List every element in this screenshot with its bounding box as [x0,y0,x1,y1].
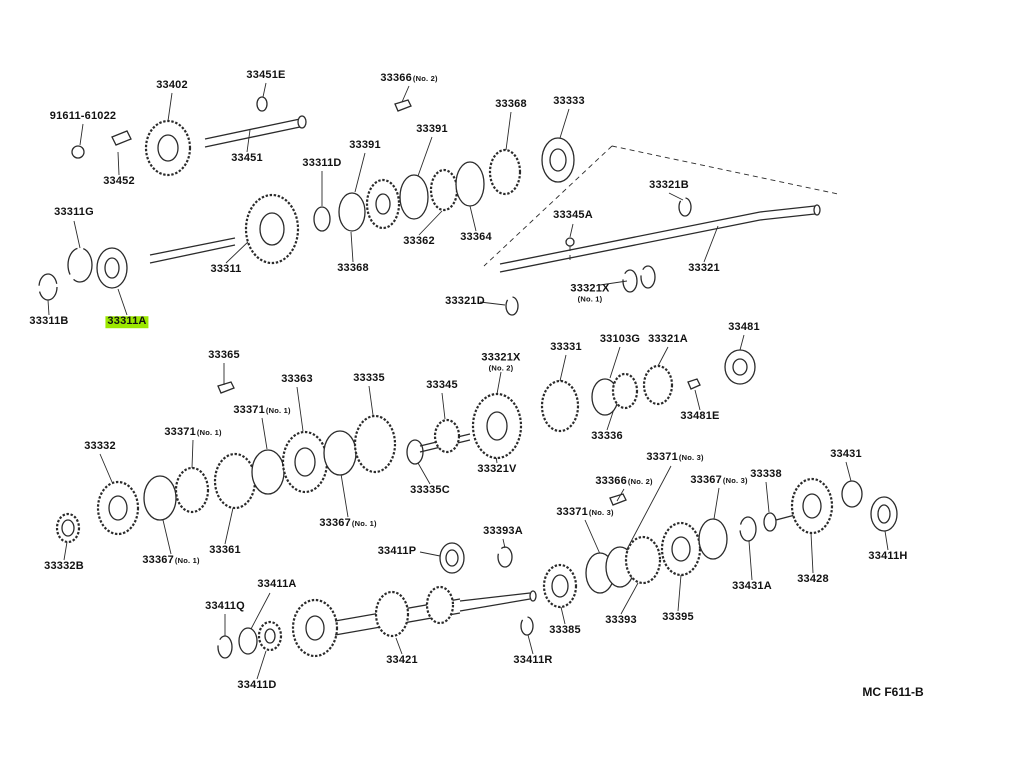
part-label-33321B[interactable]: 33321B [649,179,689,192]
part-label-33431A[interactable]: 33431A [732,580,772,593]
part-label-33345A[interactable]: 33345A [553,209,593,222]
part-label-33311G[interactable]: 33311G [54,206,94,219]
part-label-33391[interactable]: 33391 [416,123,448,136]
part-label-33367-no1[interactable]: 33367(No. 1) [142,554,200,567]
part-label-33411Q[interactable]: 33411Q [205,600,245,613]
construction-lines [483,145,839,267]
part-label-33411D[interactable]: 33411D [237,679,277,692]
part-label-33332[interactable]: 33332 [84,440,116,453]
part-label-33411R[interactable]: 33411R [513,654,553,667]
part-label-33368[interactable]: 33368 [495,98,527,111]
part-label-33311D[interactable]: 33311D [302,157,342,170]
part-label-33103G[interactable]: 33103G [599,333,641,346]
part-label-33451[interactable]: 33451 [231,152,263,165]
part-label-33333[interactable]: 33333 [553,95,585,108]
part-label-33366-no2[interactable]: 33366(No. 2) [595,475,653,488]
part-label-33481[interactable]: 33481 [728,321,760,334]
output-shaft-top [499,197,821,316]
part-label-33335[interactable]: 33335 [353,372,385,385]
part-label-33371-no3[interactable]: 33371(No. 3) [646,451,704,464]
part-label-33421[interactable]: 33421 [386,654,418,667]
part-label-33336[interactable]: 33336 [591,430,623,443]
part-label-33361[interactable]: 33361 [209,544,241,557]
part-label-33385[interactable]: 33385 [549,624,581,637]
part-label-33311B[interactable]: 33311B [29,315,69,328]
output-shaft-rear [542,477,898,609]
part-label-33393A[interactable]: 33393A [483,525,523,538]
output-shaft-assembly [55,349,756,544]
part-label-33431[interactable]: 33431 [830,448,862,461]
part-label-33335C[interactable]: 33335C [410,484,450,497]
part-label-33371-no1[interactable]: 33371(No. 1) [233,404,291,417]
part-label-33364[interactable]: 33364 [460,231,492,244]
part-label-33321X-no1[interactable]: 33321X(No. 1) [570,282,610,303]
counter-gear-assembly [217,542,537,659]
part-label-33362[interactable]: 33362 [403,235,435,248]
part-label-33393[interactable]: 33393 [605,614,637,627]
part-label-33332B[interactable]: 33332B [44,560,84,573]
part-label-33365[interactable]: 33365 [208,349,240,362]
part-label-33311[interactable]: 33311 [210,263,242,276]
input-shaft-assembly [38,96,575,301]
part-label-33338[interactable]: 33338 [750,468,782,481]
part-label-33411H[interactable]: 33411H [868,550,908,563]
part-label-33321[interactable]: 33321 [688,262,720,275]
part-label-33428[interactable]: 33428 [797,573,829,586]
leader-lines [47,82,889,680]
part-label-33371-no1[interactable]: 33371(No. 1) [164,426,222,439]
part-label-33321D[interactable]: 33321D [445,295,485,308]
part-label-33321A[interactable]: 33321A [648,333,688,346]
part-label-33481E[interactable]: 33481E [680,410,720,423]
part-label-33367-no1[interactable]: 33367(No. 1) [319,517,377,530]
part-label-33367-no3[interactable]: 33367(No. 3) [690,474,748,487]
part-label-33452[interactable]: 33452 [103,175,135,188]
part-label-33391[interactable]: 33391 [349,139,381,152]
part-label-33411P[interactable]: 33411P [377,545,417,558]
part-label-33395[interactable]: 33395 [662,611,694,624]
part-label-33331[interactable]: 33331 [550,341,582,354]
part-label-91611-61022[interactable]: 91611-61022 [49,110,117,123]
part-label-33321V[interactable]: 33321V [477,463,517,476]
part-label-33368[interactable]: 33368 [337,262,369,275]
part-label-33345[interactable]: 33345 [426,379,458,392]
part-label-33321X-no2[interactable]: 33321X(No. 2) [481,351,521,372]
part-label-33371-no3[interactable]: 33371(No. 3) [556,506,614,519]
part-label-33411A[interactable]: 33411A [257,578,297,591]
part-label-33402[interactable]: 33402 [156,79,188,92]
part-label-33311A[interactable]: 33311A [105,315,149,328]
part-label-33451E[interactable]: 33451E [246,69,286,82]
diagram-code: MC F611-B [862,685,924,699]
part-label-33366-no2[interactable]: 33366(No. 2) [380,72,438,85]
part-label-33363[interactable]: 33363 [281,373,313,386]
